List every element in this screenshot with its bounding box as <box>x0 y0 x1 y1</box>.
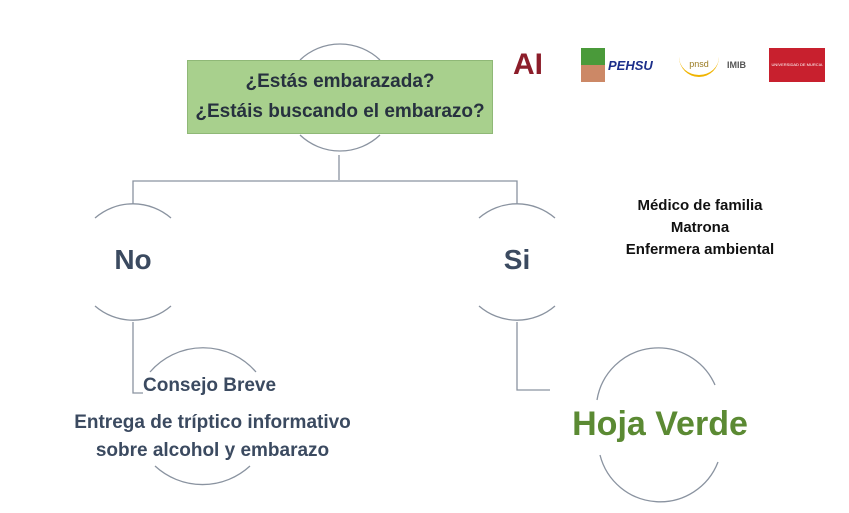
imib-logo: IMIB <box>727 60 746 70</box>
professional-item: Enfermera ambiental <box>625 241 775 258</box>
hoja-verde-circle <box>596 347 719 503</box>
no-action-line-1: Entrega de tríptico informativo <box>74 412 351 433</box>
no-circle <box>94 203 172 321</box>
question-line-2: ¿Estáis buscando el embarazo? <box>195 101 485 122</box>
pnsd-logo: pnsd <box>679 53 719 77</box>
si-connector <box>516 322 550 391</box>
consejo-circle <box>149 347 257 486</box>
partner-logos: AI PEHSU pnsd IMIB UNIVERSIDAD DE MURCIA <box>513 46 825 84</box>
tree-icon <box>581 48 605 82</box>
ai-logo: AI <box>513 48 543 81</box>
branch-no: No <box>114 244 152 275</box>
professional-item: Médico de familia <box>637 197 763 214</box>
um-logo: UNIVERSIDAD DE MURCIA <box>769 48 825 82</box>
connector-trunk <box>132 155 518 204</box>
pehsu-logo: PEHSU <box>581 48 671 82</box>
question-line-1: ¿Estás embarazada? <box>245 71 435 92</box>
branch-si: Si <box>503 244 531 275</box>
consejo-breve: Consejo Breve <box>143 375 277 396</box>
question-circle <box>299 43 381 152</box>
no-action-line-2: sobre alcohol y embarazo <box>95 440 330 461</box>
question-box: ¿Estás embarazada? ¿Estáis buscando el e… <box>187 60 493 134</box>
professional-item: Matrona <box>670 219 730 236</box>
si-circle <box>478 203 556 321</box>
no-connector <box>132 322 143 394</box>
professionals-list: Médico de familia Matrona Enfermera ambi… <box>590 195 810 261</box>
hoja-verde: Hoja Verde <box>572 405 748 443</box>
